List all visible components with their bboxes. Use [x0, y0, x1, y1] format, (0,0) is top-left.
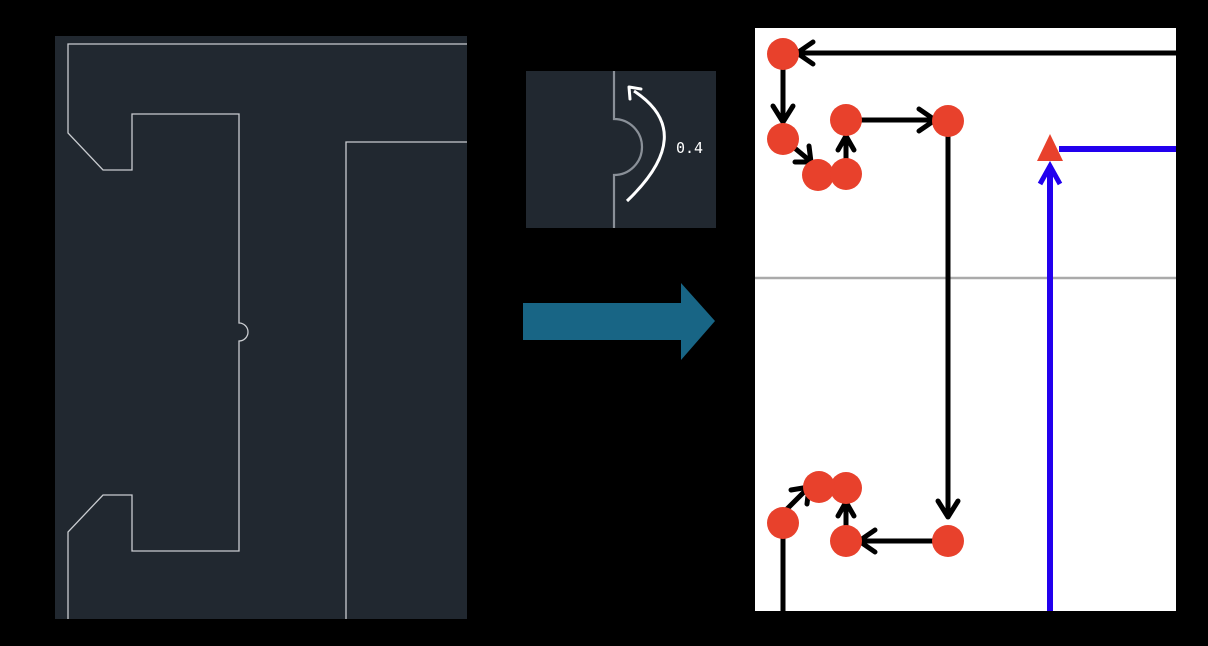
- path-point: [830, 472, 862, 504]
- path-point: [830, 104, 862, 136]
- cad-outline-panel: [55, 36, 467, 619]
- dimension-curve: [625, 89, 666, 203]
- toolpath-points: [767, 38, 964, 557]
- path-point: [932, 105, 964, 137]
- path-point: [767, 38, 799, 70]
- path-point: [767, 123, 799, 155]
- path-point: [830, 525, 862, 557]
- toolpath-diagram: [755, 38, 1176, 611]
- dimension-label: 0.4: [676, 139, 703, 157]
- outer-profile-line: [67, 43, 467, 619]
- right-arrow-icon: [523, 283, 715, 360]
- path-point: [803, 471, 835, 503]
- second-path: [1037, 134, 1176, 611]
- zoom-inset-drawing: 0.4: [612, 71, 703, 228]
- path-point: [802, 159, 834, 191]
- toolpath-panel: [755, 28, 1176, 611]
- path-point: [767, 507, 799, 539]
- inner-profile-line: [345, 141, 467, 619]
- triangle-icon: [1037, 134, 1063, 161]
- dimension-arrowhead-icon: [627, 85, 643, 101]
- zoom-inset-panel: 0.4: [526, 71, 716, 228]
- notch-profile-line: [612, 71, 644, 228]
- cad-outline-drawing: [67, 43, 467, 619]
- path-point: [830, 158, 862, 190]
- path-point: [932, 525, 964, 557]
